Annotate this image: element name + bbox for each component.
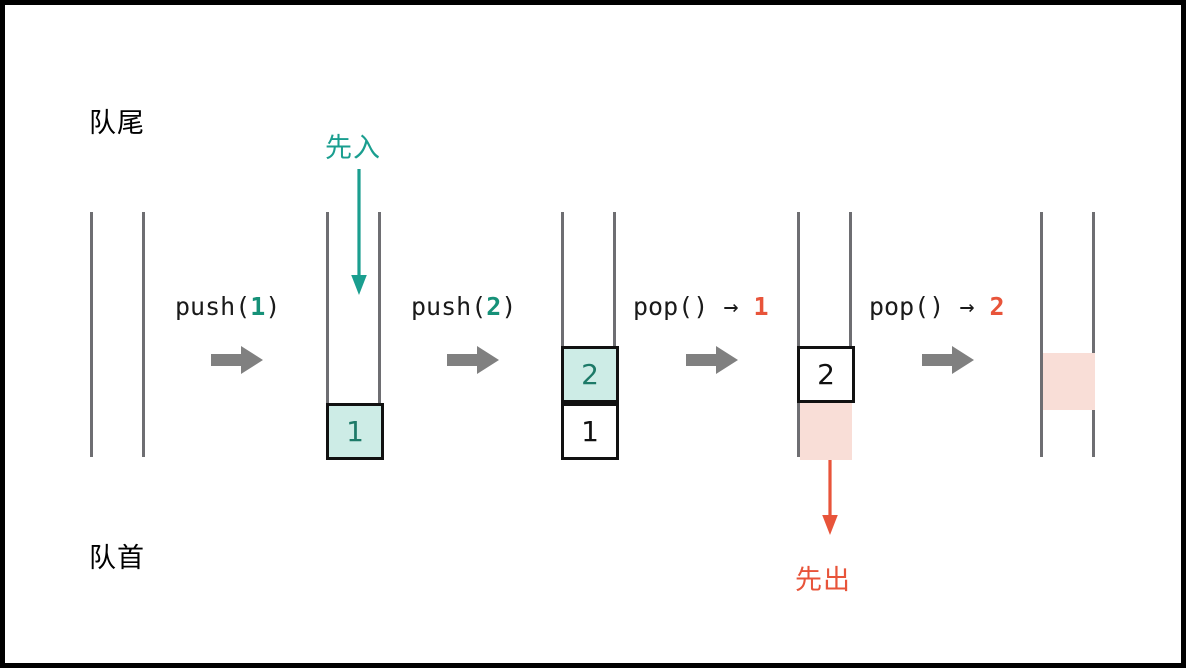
- stack-5-rail-right: [1092, 212, 1095, 457]
- op-push-2-prefix: push(: [411, 292, 487, 321]
- stack-3-cell-0: 2: [561, 346, 619, 403]
- op-label-pop-1: pop() → 1: [633, 292, 769, 321]
- op-push-1-prefix: push(: [175, 292, 251, 321]
- stack-3-cell-1: 1: [561, 403, 619, 460]
- op-push-2-suffix: ): [501, 292, 517, 321]
- arrow-right-icon: [211, 346, 263, 374]
- op-label-push-1: push(1): [175, 292, 280, 321]
- op-pop-1-arrow: →: [723, 292, 739, 321]
- op-label-pop-2: pop() → 2: [869, 292, 1005, 321]
- stack-2-rail-left: [326, 212, 329, 457]
- op-push-1-suffix: ): [265, 292, 281, 321]
- stack-2-rail-right: [378, 212, 381, 457]
- arrow-right-icon: [922, 346, 974, 374]
- stack-1-rail-left: [90, 212, 93, 457]
- op-push-1-value: 1: [250, 292, 266, 321]
- stack-4-rail-left: [797, 212, 800, 457]
- stack-1-rail-right: [142, 212, 145, 457]
- first-out-label: 先出: [795, 565, 851, 596]
- op-pop-1-prefix: pop(): [633, 292, 724, 321]
- stack-5-ghost-slot: [1043, 353, 1095, 410]
- stack-5-rail-left: [1040, 212, 1043, 457]
- op-pop-1-value: 1: [753, 292, 769, 321]
- queue-tail-label: 队尾: [89, 108, 145, 139]
- first-in-label: 先入: [325, 133, 381, 164]
- op-push-2-value: 2: [486, 292, 502, 321]
- arrow-down-teal-icon: [346, 169, 372, 297]
- op-pop-2-value: 2: [989, 292, 1005, 321]
- op-pop-2-arrow: →: [959, 292, 975, 321]
- stack-4-rail-right: [849, 212, 852, 457]
- arrow-right-icon: [447, 346, 499, 374]
- stack-4-cell-0: 2: [797, 346, 855, 403]
- stack-4-ghost-slot: [800, 403, 852, 460]
- stack-3-rail-right: [613, 212, 616, 457]
- stack-2-cell-0: 1: [326, 403, 384, 460]
- op-pop-2-prefix: pop(): [869, 292, 960, 321]
- queue-head-label: 队首: [89, 543, 145, 574]
- arrow-right-icon: [686, 346, 738, 374]
- diagram-canvas: 队尾 队首 先入 先出 push(1): [5, 5, 1181, 663]
- stack-3-rail-left: [561, 212, 564, 457]
- op-label-push-2: push(2): [411, 292, 516, 321]
